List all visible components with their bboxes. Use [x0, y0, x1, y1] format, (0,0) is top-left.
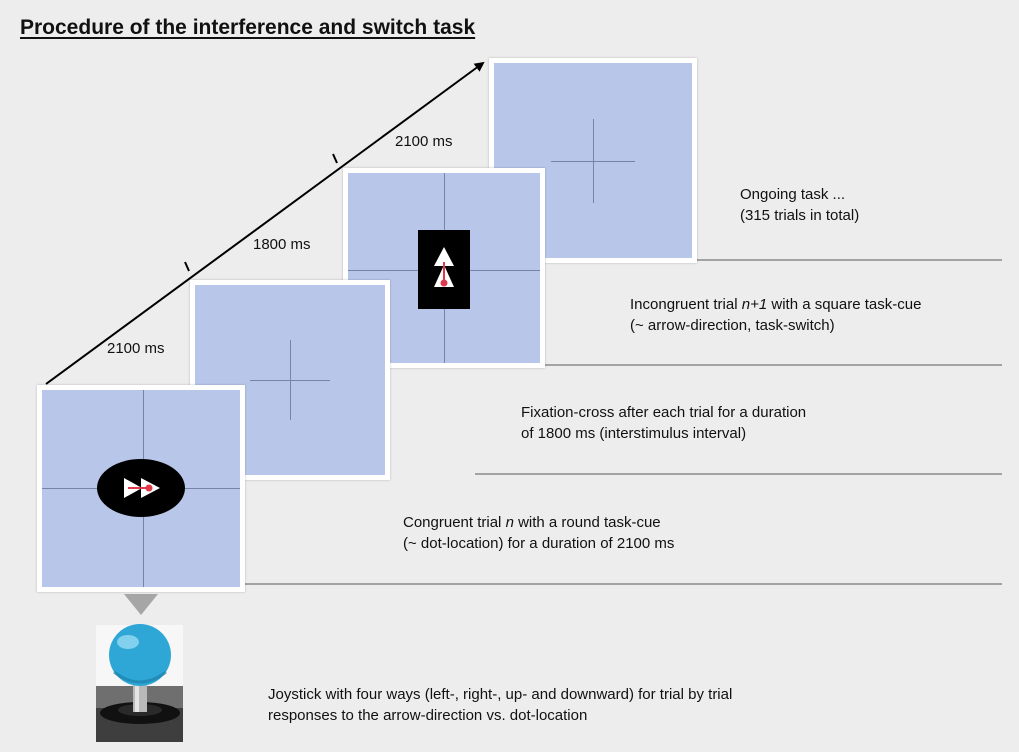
- separator-line-congruent: [241, 583, 1002, 585]
- figure-title: Procedure of the interference and switch…: [20, 16, 476, 39]
- description-incongruent: Incongruent trial n+1 with a square task…: [630, 294, 921, 336]
- joystick-image: [96, 624, 183, 742]
- separator-line-ongoing: [696, 259, 1002, 261]
- fixation-cross-vertical: [290, 340, 291, 420]
- square-task-cue: [418, 230, 470, 309]
- separator-line-incongruent: [543, 364, 1002, 366]
- timeline-tick: [332, 153, 338, 164]
- timeline-tick: [184, 261, 190, 272]
- description-ongoing: Ongoing task ... (315 trials in total): [740, 184, 859, 226]
- duration-label-third: 2100 ms: [395, 133, 453, 150]
- down-triangle-icon: [124, 594, 158, 615]
- description-line: Joystick with four ways (left-, right-, …: [268, 686, 733, 703]
- description-line: of 1800 ms (interstimulus interval): [521, 425, 747, 442]
- description-line: Incongruent trial n+1 with a square task…: [630, 296, 922, 313]
- description-line: Ongoing task ...: [740, 186, 846, 203]
- duration-label-second: 1800 ms: [253, 236, 311, 253]
- duration-label-first: 2100 ms: [107, 340, 165, 357]
- description-joystick: Joystick with four ways (left-, right-, …: [268, 684, 732, 726]
- description-line: Fixation-cross after each trial for a du…: [521, 404, 807, 421]
- fixation-cross-vertical: [593, 119, 594, 203]
- description-line: responses to the arrow-direction vs. dot…: [268, 707, 588, 724]
- round-task-cue: [97, 459, 185, 517]
- description-line: Congruent trial n with a round task-cue: [403, 514, 661, 531]
- description-fixation: Fixation-cross after each trial for a du…: [521, 402, 806, 444]
- description-line: (315 trials in total): [740, 207, 860, 224]
- timeline-arrow: [45, 61, 485, 385]
- description-line: (~ dot-location) for a duration of 2100 …: [403, 535, 675, 552]
- description-line: (~ arrow-direction, task-switch): [630, 317, 835, 334]
- description-congruent: Congruent trial n with a round task-cue …: [403, 512, 674, 554]
- separator-line-fixation: [475, 473, 1002, 475]
